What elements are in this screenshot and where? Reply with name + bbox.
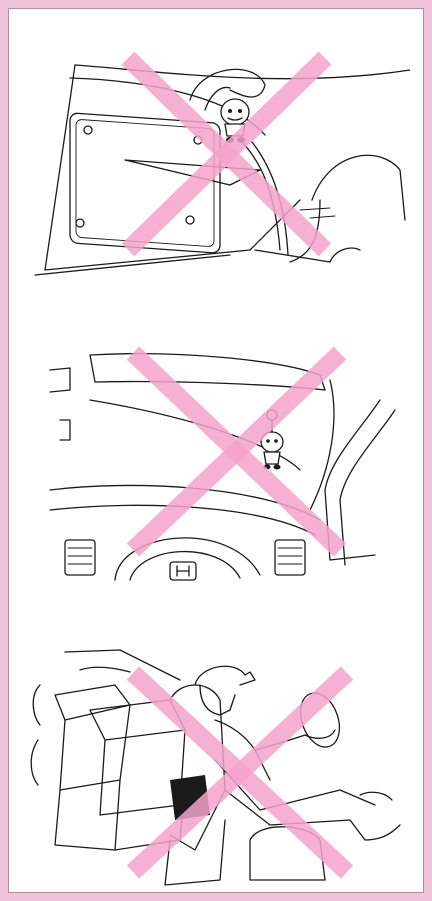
- prohibited-x-icon: [120, 50, 335, 260]
- prohibited-x-icon: [125, 665, 355, 880]
- prohibited-x-icon: [125, 345, 350, 560]
